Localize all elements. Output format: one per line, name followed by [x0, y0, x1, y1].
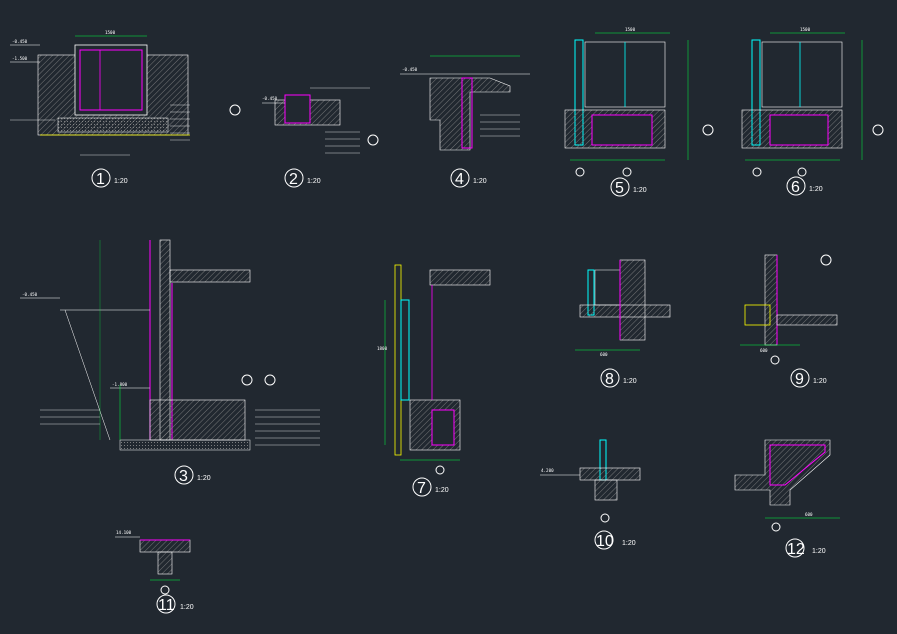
d3-elev2-label: -1.800: [112, 382, 128, 387]
d12-dim-label: 600: [805, 512, 813, 517]
d2-number: 2: [289, 171, 298, 188]
detail-8: 600 8 1:20: [575, 259, 671, 388]
d5-scale: 1:20: [633, 187, 647, 194]
d12-scale: 1:20: [812, 548, 826, 555]
d6-dim-label: 1500: [800, 27, 811, 32]
d11-number-circle: [156, 594, 176, 614]
d7-dim-label: 1800: [377, 346, 388, 351]
d4-scale: 1:20: [473, 178, 487, 185]
d7-number: 7: [417, 480, 426, 497]
d11-scale: 1:20: [180, 604, 194, 611]
d5-number-circle: [610, 177, 630, 197]
d11-number: 11: [158, 597, 175, 614]
d9-number-circle: [790, 368, 810, 388]
d4-number-circle: [450, 168, 470, 188]
d2-elev-label: -0.450: [262, 96, 278, 101]
detail-9: 600 9 1:20: [740, 254, 838, 388]
d10-scale: 1:20: [622, 540, 636, 547]
d5-number: 5: [615, 180, 624, 197]
d4-number: 4: [455, 171, 464, 188]
d9-scale: 1:20: [813, 378, 827, 385]
detail-10: 4.200 10 1:20: [540, 439, 641, 550]
d3-number-circle: [174, 465, 194, 485]
d7-number-circle: [412, 477, 432, 497]
d8-number-circle: [600, 368, 620, 388]
detail-2: -0.450 2 1:20: [262, 87, 379, 188]
d1-elev2-label: -1.500: [12, 56, 28, 61]
d8-number: 8: [605, 371, 614, 388]
detail-3: -0.450 -1.800 3 1:20: [20, 239, 320, 485]
d6-number: 6: [791, 179, 800, 196]
detail-12: 600 12 1:20: [734, 439, 840, 558]
d12-number-circle: [785, 538, 805, 558]
d8-dim-label: 600: [600, 352, 608, 357]
d2-number-circle: [284, 168, 304, 188]
d10-elev-label: 4.200: [541, 468, 554, 473]
detail-7: 1800 7 1:20: [377, 264, 491, 497]
d7-scale: 1:20: [435, 487, 449, 494]
d9-number: 9: [795, 371, 804, 388]
d10-number: 10: [596, 533, 614, 550]
d1-number: 1: [96, 171, 105, 188]
d9-dim-label: 600: [760, 348, 768, 353]
d1-dim-label: 1500: [105, 30, 116, 35]
detail-6: 1500 6 1:20: [741, 27, 884, 196]
d5-dim-label: 1500: [625, 27, 636, 32]
d1-number-circle: [91, 168, 111, 188]
d4-elev-label: -0.450: [402, 67, 418, 72]
d1-scale: 1:20: [114, 178, 128, 185]
d6-scale: 1:20: [809, 186, 823, 193]
detail-5: 1500 5 1:20: [564, 27, 714, 197]
d11-elev-label: 14.100: [116, 530, 132, 535]
detail-4: -0.450 4 1:20: [400, 55, 530, 188]
d10-number-circle: [594, 530, 614, 550]
d3-elev-label: -0.450: [22, 292, 38, 297]
d8-scale: 1:20: [623, 378, 637, 385]
detail-11: 14.100 11 1:20: [115, 530, 194, 614]
d2-scale: 1:20: [307, 178, 321, 185]
d1-elev-label: -0.450: [12, 39, 28, 44]
d6-number-circle: [786, 176, 806, 196]
detail-1: 1500 -0.450 -1.500 1 1:20: [10, 30, 241, 188]
d3-scale: 1:20: [197, 475, 211, 482]
d12-number: 12: [787, 541, 805, 558]
d3-number: 3: [179, 468, 188, 485]
